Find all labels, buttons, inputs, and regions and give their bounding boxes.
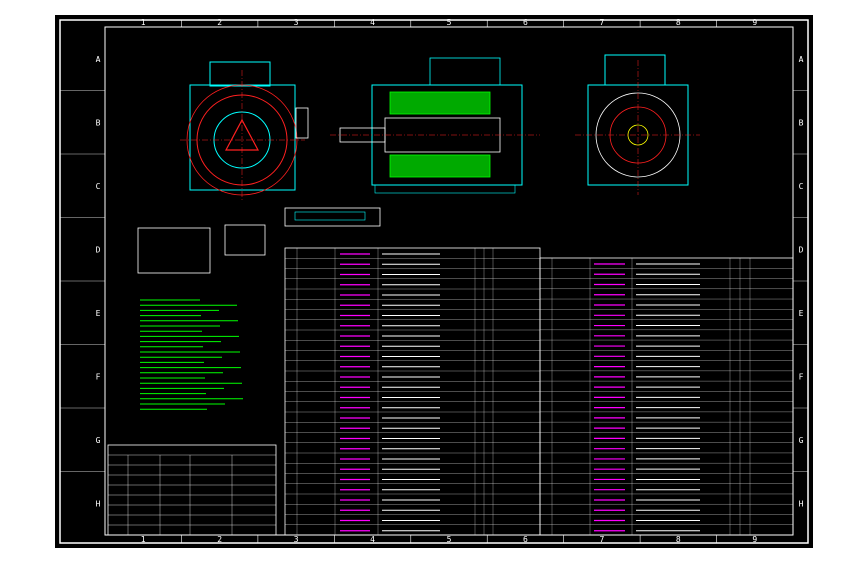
column-label-bottom: 6 — [523, 535, 528, 544]
column-label-top: 8 — [676, 18, 681, 27]
row-label-left: C — [96, 182, 101, 191]
front-view-cable-gland — [295, 107, 309, 139]
row-label-left: A — [96, 55, 101, 64]
column-label-top: 4 — [370, 18, 375, 27]
column-label-top: 2 — [217, 18, 222, 27]
row-label-right: F — [799, 372, 804, 381]
rear-view-connector — [604, 54, 666, 86]
key-detail-body — [284, 207, 381, 227]
column-label-top: 7 — [599, 18, 604, 27]
key-detail — [284, 207, 381, 227]
column-label-bottom: 7 — [599, 535, 604, 544]
row-label-right: H — [799, 499, 804, 508]
row-label-left: E — [96, 309, 101, 318]
row-label-right: D — [799, 245, 804, 254]
performance-table — [107, 444, 277, 536]
column-label-bottom: 8 — [676, 535, 681, 544]
row-label-right: C — [799, 182, 804, 191]
column-label-bottom: 9 — [752, 535, 757, 544]
connector-detail-face — [224, 224, 266, 256]
row-label-right: G — [799, 436, 804, 445]
outer-frame — [59, 19, 809, 544]
column-label-top: 5 — [447, 18, 452, 27]
column-label-top: 6 — [523, 18, 528, 27]
column-label-bottom: 4 — [370, 535, 375, 544]
row-label-right: A — [799, 55, 804, 64]
column-label-bottom: 2 — [217, 535, 222, 544]
row-label-right: E — [799, 309, 804, 318]
column-label-top: 9 — [752, 18, 757, 27]
section-view-stator-top — [389, 91, 491, 115]
section-view-base — [374, 184, 516, 194]
key-detail-slot — [294, 211, 366, 221]
bom-right-frame — [539, 257, 794, 536]
row-labels-right: A B C D E F G H — [793, 55, 808, 508]
bill-of-materials — [284, 247, 794, 536]
column-label-top: 1 — [141, 18, 146, 27]
row-label-left: G — [96, 436, 101, 445]
column-label-bottom: 3 — [294, 535, 299, 544]
column-label-bottom: 5 — [447, 535, 452, 544]
row-label-left: D — [96, 245, 101, 254]
front-view-connector-box — [209, 61, 271, 87]
section-view — [330, 57, 540, 194]
row-label-left: F — [96, 372, 101, 381]
rear-view — [575, 54, 700, 195]
connector-detail — [137, 224, 266, 274]
section-view-top-connector — [429, 57, 501, 86]
front-view — [180, 61, 309, 200]
connector-detail-body — [137, 227, 211, 274]
column-label-bottom: 1 — [141, 535, 146, 544]
performance-table-frame — [107, 444, 277, 536]
row-label-left: H — [96, 499, 101, 508]
column-label-top: 3 — [294, 18, 299, 27]
section-view-stator-bottom — [389, 154, 491, 178]
column-labels-top: 1 2 3 4 5 6 7 8 9 — [141, 18, 757, 27]
row-label-right: B — [799, 118, 804, 127]
row-label-left: B — [96, 118, 101, 127]
technical-notes — [140, 299, 243, 410]
column-labels-bottom: 1 2 3 4 5 6 7 8 9 — [141, 535, 757, 544]
row-labels-left: A B C D E F G H — [60, 55, 105, 508]
